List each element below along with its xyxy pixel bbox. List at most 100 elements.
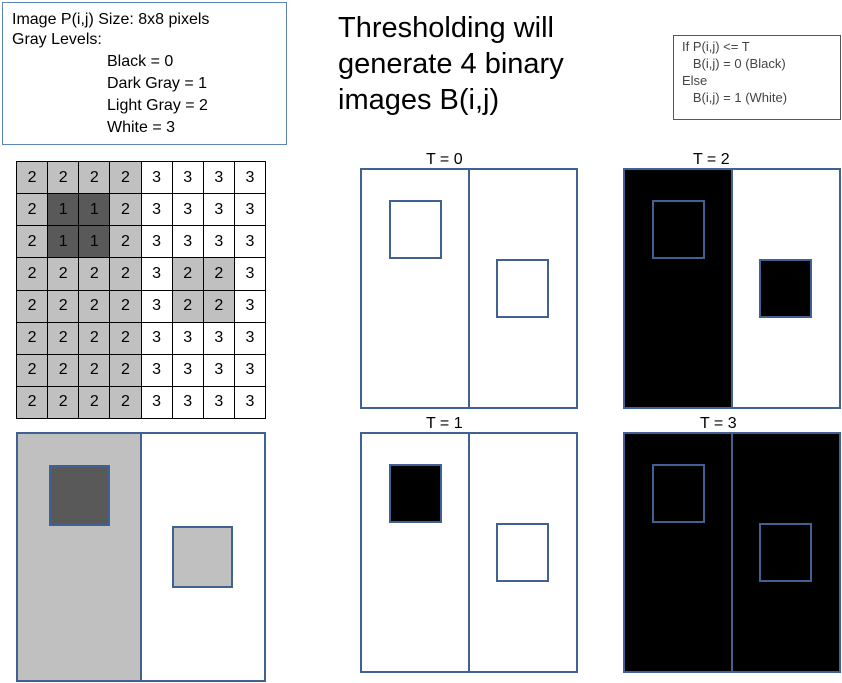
pixel-cell: 2 bbox=[17, 290, 49, 323]
pixel-cell: 3 bbox=[172, 322, 204, 355]
headline-line-2: generate 4 binary bbox=[338, 48, 564, 80]
light-square-region bbox=[759, 259, 812, 318]
pixel-cell: 2 bbox=[17, 162, 49, 195]
headline-line-1: Thresholding will bbox=[338, 12, 554, 44]
pixel-cell: 3 bbox=[234, 194, 266, 227]
pixel-cell: 3 bbox=[172, 226, 204, 259]
pixel-cell: 2 bbox=[110, 354, 142, 387]
pixel-cell: 2 bbox=[203, 290, 235, 323]
binary-image-t1 bbox=[360, 432, 578, 673]
pixel-cell: 2 bbox=[48, 162, 80, 195]
pixel-cell: 2 bbox=[48, 354, 80, 387]
pixel-cell: 1 bbox=[79, 226, 111, 259]
pixel-cell: 2 bbox=[110, 162, 142, 195]
level-dark-gray-text: Dark Gray = 1 bbox=[107, 75, 208, 92]
pixel-cell: 3 bbox=[141, 290, 173, 323]
pixel-cell: 2 bbox=[17, 258, 49, 291]
pixel-cell: 3 bbox=[172, 386, 204, 419]
level-black-text: Black = 0 bbox=[107, 53, 174, 70]
pixel-cell: 3 bbox=[141, 354, 173, 387]
pixel-cell: 2 bbox=[79, 162, 111, 195]
pixel-cell: 2 bbox=[17, 386, 49, 419]
pixel-cell: 3 bbox=[203, 354, 235, 387]
pixel-cell: 2 bbox=[110, 290, 142, 323]
rule-line-3: Else bbox=[682, 73, 708, 88]
pixel-cell: 2 bbox=[79, 354, 111, 387]
grayscale-image-panel bbox=[16, 432, 266, 682]
pixel-cell: 2 bbox=[17, 226, 49, 259]
dark-square-region bbox=[652, 200, 705, 259]
threshold-label-3: T = 3 bbox=[700, 415, 737, 432]
pixel-cell: 3 bbox=[172, 194, 204, 227]
light-square-region bbox=[759, 523, 812, 582]
half-divider bbox=[468, 434, 470, 671]
pixel-cell: 3 bbox=[141, 322, 173, 355]
pixel-cell: 2 bbox=[110, 386, 142, 419]
pixel-cell: 2 bbox=[79, 290, 111, 323]
dark-square-region bbox=[652, 464, 705, 523]
pixel-cell: 1 bbox=[48, 226, 80, 259]
pixel-cell: 3 bbox=[203, 226, 235, 259]
pixel-cell: 2 bbox=[203, 258, 235, 291]
pixel-cell: 2 bbox=[17, 354, 49, 387]
binary-image-t2 bbox=[623, 168, 841, 409]
pixel-cell: 3 bbox=[203, 162, 235, 195]
pixel-cell: 2 bbox=[48, 290, 80, 323]
pixel-cell: 2 bbox=[79, 258, 111, 291]
gray-levels-label: Gray Levels: bbox=[12, 31, 102, 48]
pixel-cell: 2 bbox=[17, 194, 49, 227]
pixel-cell: 3 bbox=[234, 354, 266, 387]
pixel-cell: 3 bbox=[234, 386, 266, 419]
pixel-cell: 3 bbox=[141, 162, 173, 195]
pixel-cell: 2 bbox=[48, 386, 80, 419]
light-square-region bbox=[172, 526, 233, 588]
binary-image-t0 bbox=[360, 168, 578, 409]
pixel-cell: 2 bbox=[17, 322, 49, 355]
pixel-cell: 2 bbox=[110, 226, 142, 259]
pixel-cell: 2 bbox=[110, 194, 142, 227]
pixel-cell: 2 bbox=[110, 258, 142, 291]
dark-square-region bbox=[49, 465, 110, 526]
pixel-cell: 3 bbox=[234, 226, 266, 259]
light-square-region bbox=[496, 259, 549, 318]
threshold-label-1: T = 1 bbox=[426, 415, 463, 432]
binary-image-t3 bbox=[623, 432, 841, 673]
pixel-cell: 3 bbox=[172, 354, 204, 387]
pixel-cell: 1 bbox=[48, 194, 80, 227]
pixel-cell: 2 bbox=[48, 258, 80, 291]
pixel-cell: 2 bbox=[172, 290, 204, 323]
pixel-cell: 2 bbox=[172, 258, 204, 291]
threshold-label-2: T = 2 bbox=[693, 151, 730, 168]
headline: Thresholding will generate 4 binary imag… bbox=[338, 10, 564, 118]
rule-line-4: B(i,j) = 1 (White) bbox=[682, 90, 788, 105]
half-divider bbox=[140, 434, 142, 680]
pixel-cell: 3 bbox=[141, 194, 173, 227]
half-divider bbox=[731, 170, 733, 407]
info-box: Image P(i,j) Size: 8x8 pixels Gray Level… bbox=[2, 2, 287, 145]
level-light-gray-text: Light Gray = 2 bbox=[107, 97, 208, 114]
rule-line-2: B(i,j) = 0 (Black) bbox=[682, 56, 786, 71]
light-square-region bbox=[496, 523, 549, 582]
pixel-cell: 3 bbox=[172, 162, 204, 195]
headline-line-3: images B(i,j) bbox=[338, 84, 500, 116]
pixel-cell: 2 bbox=[79, 322, 111, 355]
pixel-cell: 3 bbox=[234, 162, 266, 195]
pixel-cell: 1 bbox=[79, 194, 111, 227]
pixel-cell: 3 bbox=[141, 258, 173, 291]
pixel-cell: 3 bbox=[141, 386, 173, 419]
pixel-cell: 3 bbox=[234, 258, 266, 291]
pixel-cell: 3 bbox=[234, 322, 266, 355]
pixel-cell: 2 bbox=[79, 386, 111, 419]
pixel-cell: 3 bbox=[203, 322, 235, 355]
level-white-text: White = 3 bbox=[107, 119, 176, 136]
pixel-cell: 2 bbox=[48, 322, 80, 355]
pixel-cell: 2 bbox=[110, 322, 142, 355]
pixel-cell: 3 bbox=[203, 386, 235, 419]
dark-square-region bbox=[389, 200, 442, 259]
rule-line-1: If P(i,j) <= T bbox=[682, 39, 750, 54]
threshold-rule-box: If P(i,j) <= T B(i,j) = 0 (Black) Else B… bbox=[673, 35, 841, 120]
half-divider bbox=[468, 170, 470, 407]
pixel-cell: 3 bbox=[234, 290, 266, 323]
threshold-label-0: T = 0 bbox=[426, 151, 463, 168]
